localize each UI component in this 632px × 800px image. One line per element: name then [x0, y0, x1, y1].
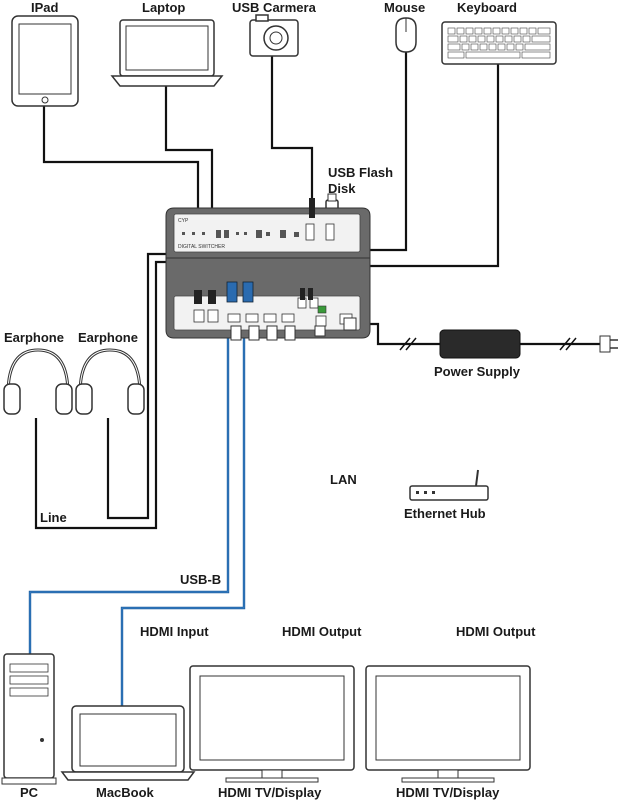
- lan-cable-outline: [319, 336, 410, 495]
- hdmi-output-label-2: HDMI Output: [456, 624, 536, 639]
- hdmi-cable-pc: [34, 340, 238, 655]
- line-label: Line: [40, 510, 67, 525]
- macbook-label: MacBook: [96, 785, 155, 800]
- connector-plugs: [194, 198, 315, 304]
- ethernet-hub-label: Ethernet Hub: [404, 506, 486, 521]
- hdmi-tv-display-label-2: HDMI TV/Display: [396, 785, 500, 800]
- hdmi-output-label-1: HDMI Output: [282, 624, 362, 639]
- monitor-icon: [189, 665, 355, 783]
- usb-b-plugs: [226, 281, 254, 303]
- hdmi-cable-macbook: [128, 340, 256, 708]
- switcher-device: CYP DIGITAL SWITCHER: [165, 207, 371, 339]
- hdmi-input-label: HDMI Input: [140, 624, 209, 639]
- earphone-left-label: Earphone: [4, 330, 64, 345]
- camera-cable: [270, 56, 314, 205]
- usb-b-label: USB-B: [180, 572, 221, 587]
- mouse-label: Mouse: [384, 0, 425, 15]
- laptop-icon: [110, 19, 224, 87]
- power-plug: [343, 317, 357, 331]
- cables: [28, 52, 600, 708]
- usb-camera-label: USB Carmera: [232, 0, 317, 15]
- router-icon: [409, 469, 489, 501]
- earphone-right-label: Earphone: [78, 330, 138, 345]
- keyboard-label: Keyboard: [457, 0, 517, 15]
- ipad-icon: [11, 15, 79, 107]
- device-brand-mark: CYP: [178, 218, 189, 224]
- monitor-icon: [365, 665, 531, 783]
- usb-flash-label-line2: Disk: [328, 181, 356, 196]
- power-supply-label: Power Supply: [434, 364, 521, 379]
- hdmi-plugs: [230, 325, 326, 341]
- desktop-tower-icon: [1, 653, 57, 785]
- lan-cable: [318, 336, 410, 496]
- hdmi-output-cable-2: [288, 340, 448, 668]
- keyboard-icon: [441, 21, 557, 65]
- hdmi-tv-display-label-1: HDMI TV/Display: [218, 785, 322, 800]
- device-front-text: DIGITAL SWITCHER: [178, 244, 225, 250]
- hdmi-output-cable-2-outline: [289, 340, 447, 668]
- mouse-icon: [395, 17, 417, 53]
- laptop-icon: [60, 705, 196, 781]
- ipad-label: IPad: [31, 0, 59, 15]
- headphones-icon: [3, 348, 73, 415]
- lan-label: LAN: [330, 472, 357, 487]
- camera-icon: [249, 14, 299, 57]
- laptop-label: Laptop: [142, 0, 185, 15]
- pc-label: PC: [20, 785, 39, 800]
- usb-flash-label-line1: USB Flash: [328, 165, 393, 180]
- power-adapter-icon: [399, 329, 618, 359]
- headphones-icon: [75, 348, 145, 415]
